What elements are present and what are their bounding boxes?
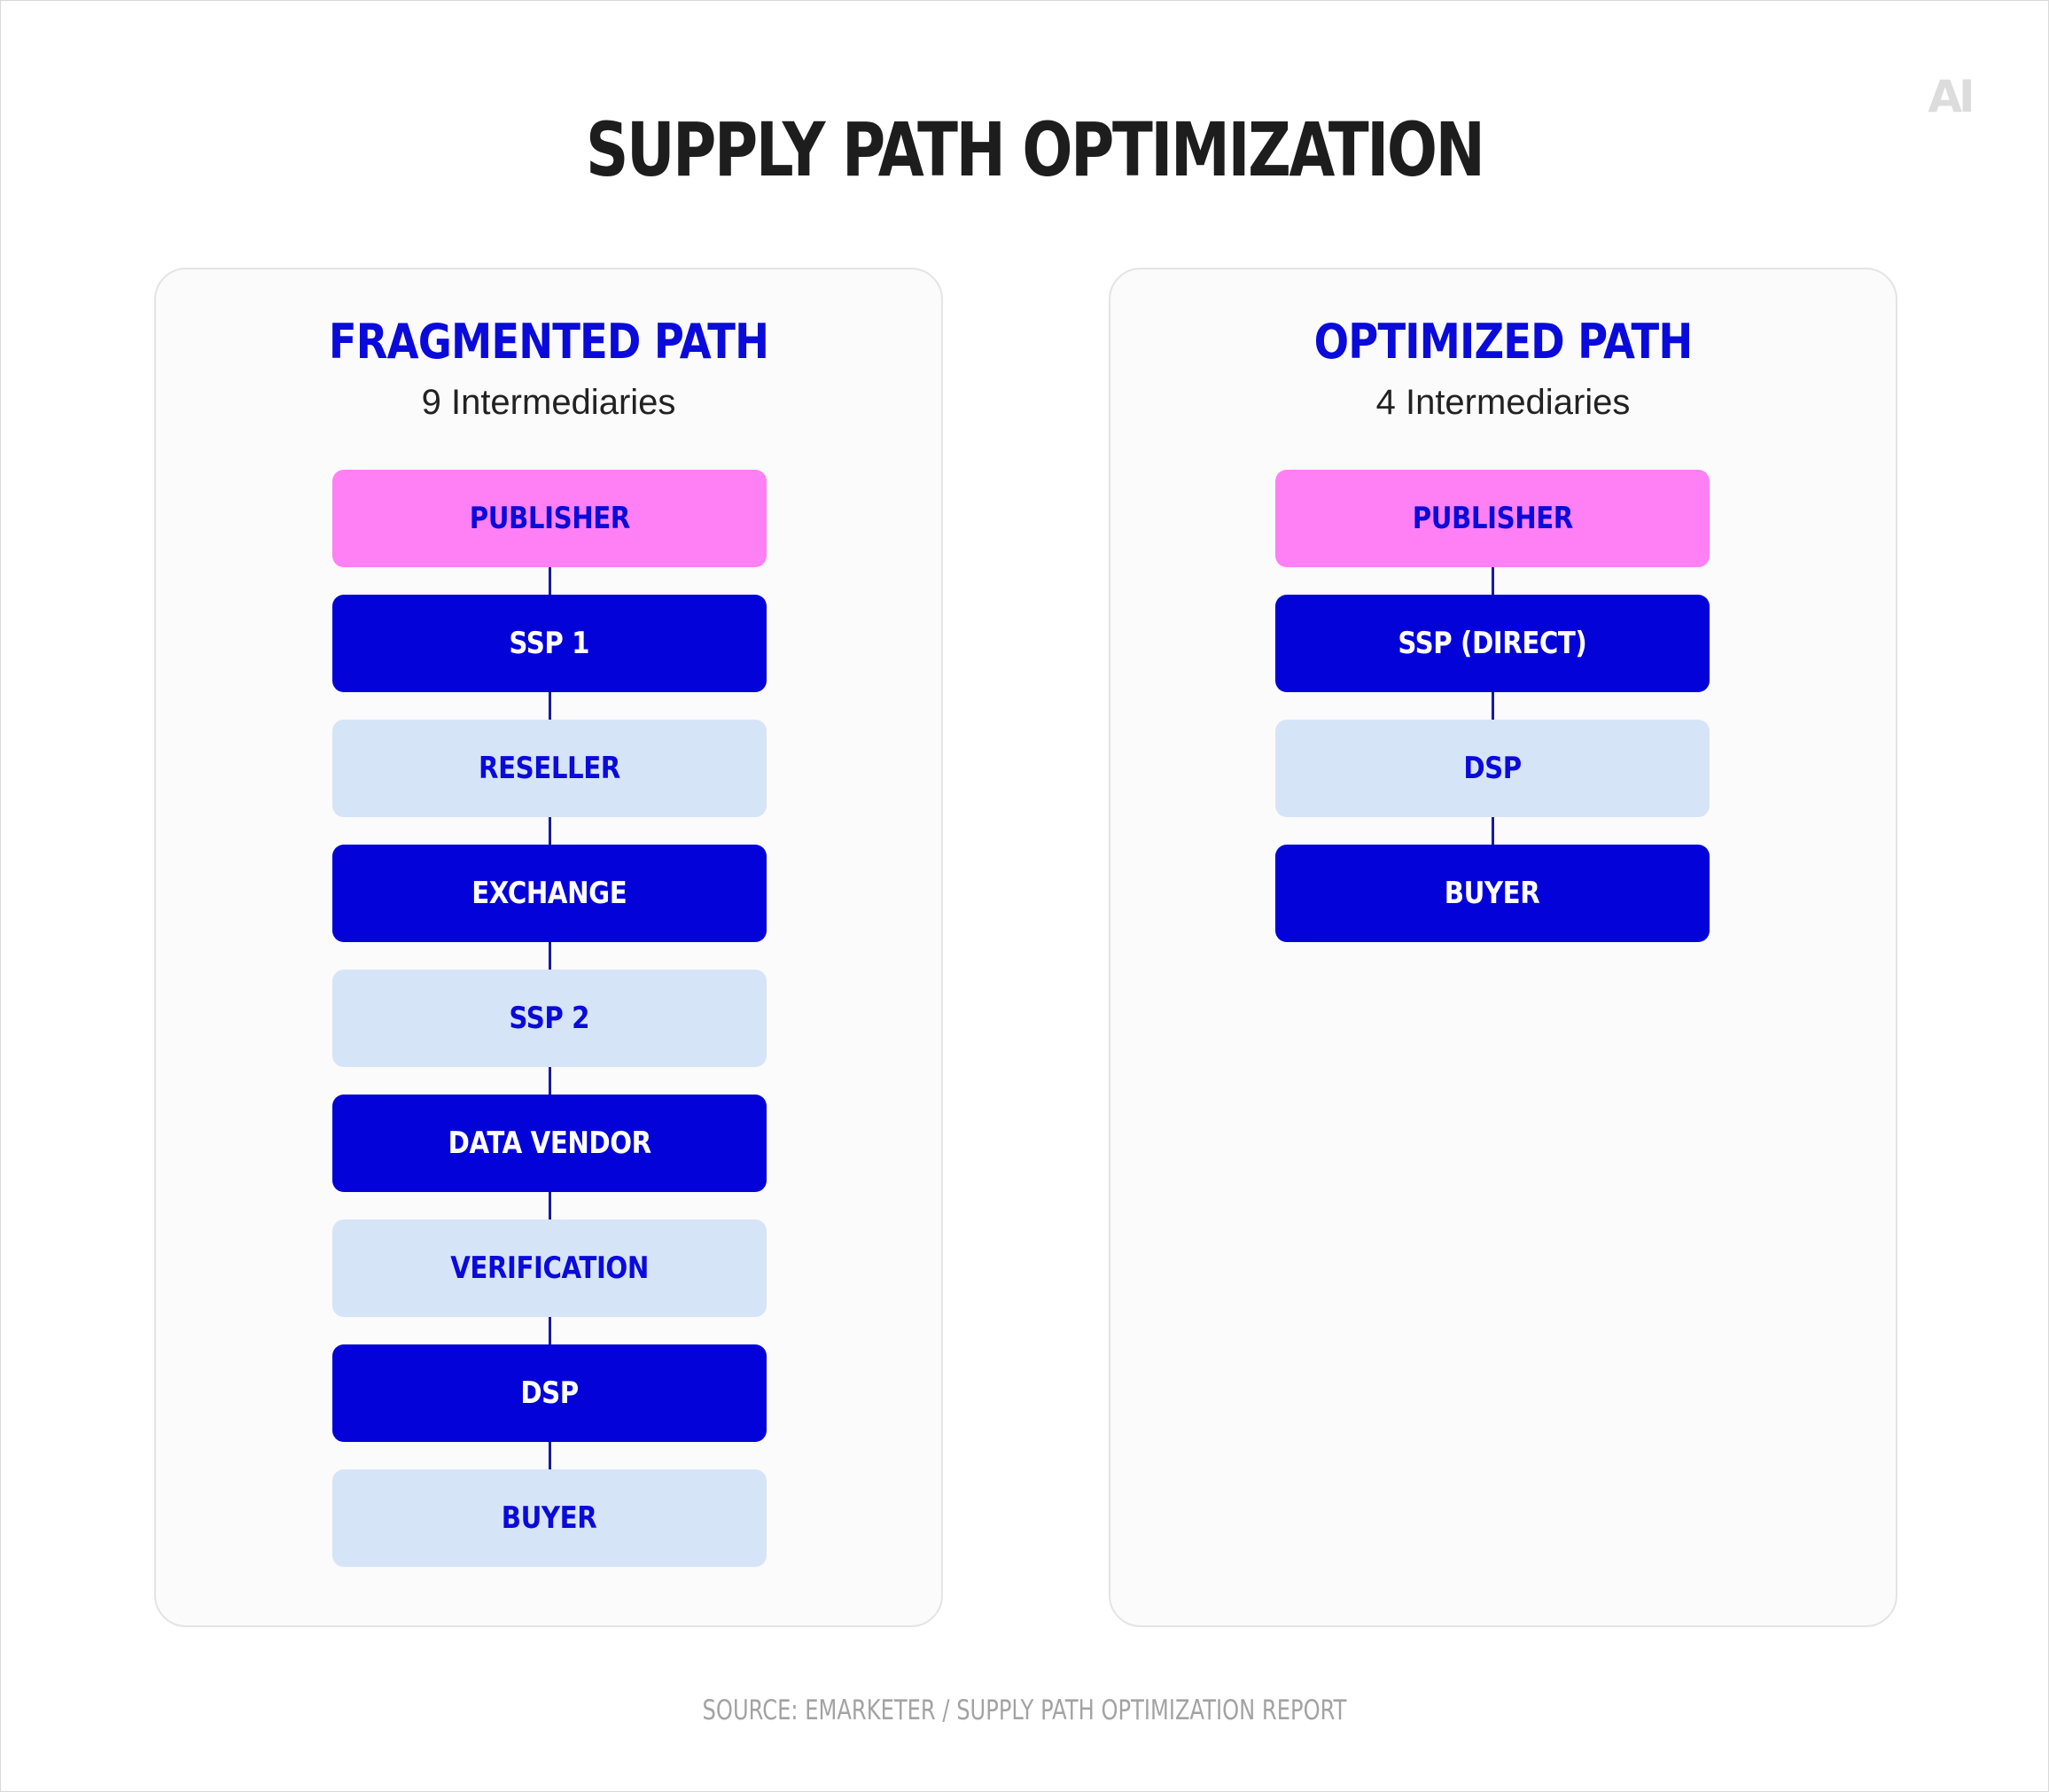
path-node-dsp: DSP [332,1344,767,1469]
source-note: SOURCE: EMARKETER / SUPPLY PATH OPTIMIZA… [702,1695,1347,1726]
path-node-label: DSP [520,1375,579,1411]
path-chain: PUBLISHER SSP (DIRECT) DSP BUYER [1275,470,1710,942]
brand-logo: AI [1928,71,1975,122]
path-node-buyer: BUYER [1275,845,1710,942]
optimized-path-panel: OPTIMIZED PATH 4 Intermediaries PUBLISHE… [1109,268,1897,1627]
path-node-label: BUYER [502,1500,597,1536]
path-node-label: SSP 1 [509,626,590,661]
path-node-label: EXCHANGE [471,876,627,911]
panel-title: FRAGMENTED PATH [328,314,769,370]
path-node-label: VERIFICATION [450,1251,649,1286]
path-node-label: PUBLISHER [1412,501,1573,536]
path-node-dsp: DSP [1275,720,1710,845]
panel-title: OPTIMIZED PATH [1313,314,1694,370]
path-node-publisher: PUBLISHER [1275,470,1710,595]
path-node-label: SSP (DIRECT) [1398,626,1587,661]
path-node-publisher: PUBLISHER [332,470,767,595]
path-node-label: DATA VENDOR [448,1126,651,1161]
panel-subtitle: 9 Intermediaries [421,383,676,422]
path-node-buyer: BUYER [332,1469,767,1567]
path-node-data-vendor: DATA VENDOR [332,1095,767,1219]
panel-subtitle: 4 Intermediaries [1375,383,1631,422]
path-node-label: PUBLISHER [469,501,630,536]
path-node-reseller: RESELLER [332,720,767,845]
path-node-ssp-direct: SSP (DIRECT) [1275,595,1710,720]
path-node-ssp-1: SSP 1 [332,595,767,720]
path-node-label: RESELLER [479,751,620,786]
path-node-label: BUYER [1445,876,1540,911]
path-node-label: DSP [1463,751,1522,786]
page-title: SUPPLY PATH OPTIMIZATION [585,106,1485,193]
path-node-exchange: EXCHANGE [332,845,767,970]
fragmented-path-panel: FRAGMENTED PATH 9 Intermediaries PUBLISH… [154,268,943,1627]
path-chain: PUBLISHER SSP 1 RESELLER EXCHANGE SSP 2 DATA … [332,470,767,1567]
path-node-label: SSP 2 [509,1001,590,1036]
path-node-ssp-2: SSP 2 [332,970,767,1095]
path-node-verification: VERIFICATION [332,1219,767,1344]
